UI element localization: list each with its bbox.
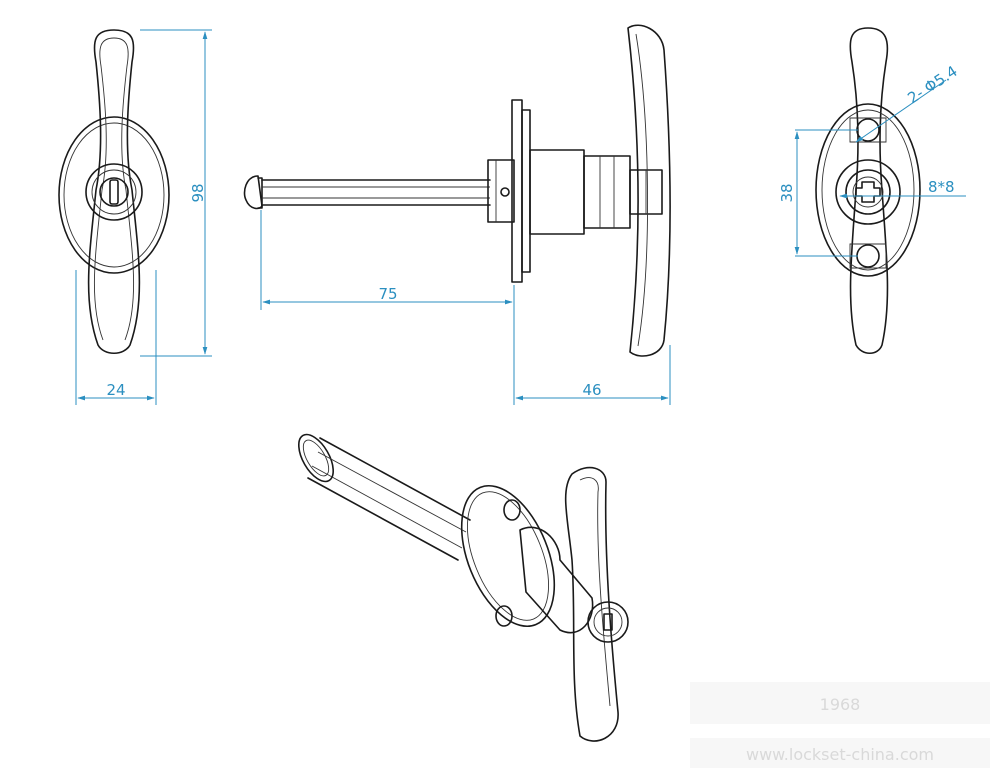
dim-front-width: 24 xyxy=(106,381,125,399)
dim-hole-spacing: 38 xyxy=(778,183,796,202)
watermark xyxy=(690,682,990,768)
dim-shaft-length: 75 xyxy=(378,285,397,303)
watermark-line1: 1968 xyxy=(820,695,861,714)
watermark-line2: www.lockset-china.com xyxy=(746,745,934,764)
dim-handle-depth: 46 xyxy=(582,381,601,399)
front-view xyxy=(58,29,212,405)
back-view xyxy=(794,27,966,355)
dim-front-height: 98 xyxy=(189,183,207,202)
side-view xyxy=(243,24,671,405)
isometric-view xyxy=(298,433,629,742)
dim-square-drive: 8*8 xyxy=(928,178,955,196)
dim-hole-diameter: 2- Φ5.4 xyxy=(904,62,960,107)
